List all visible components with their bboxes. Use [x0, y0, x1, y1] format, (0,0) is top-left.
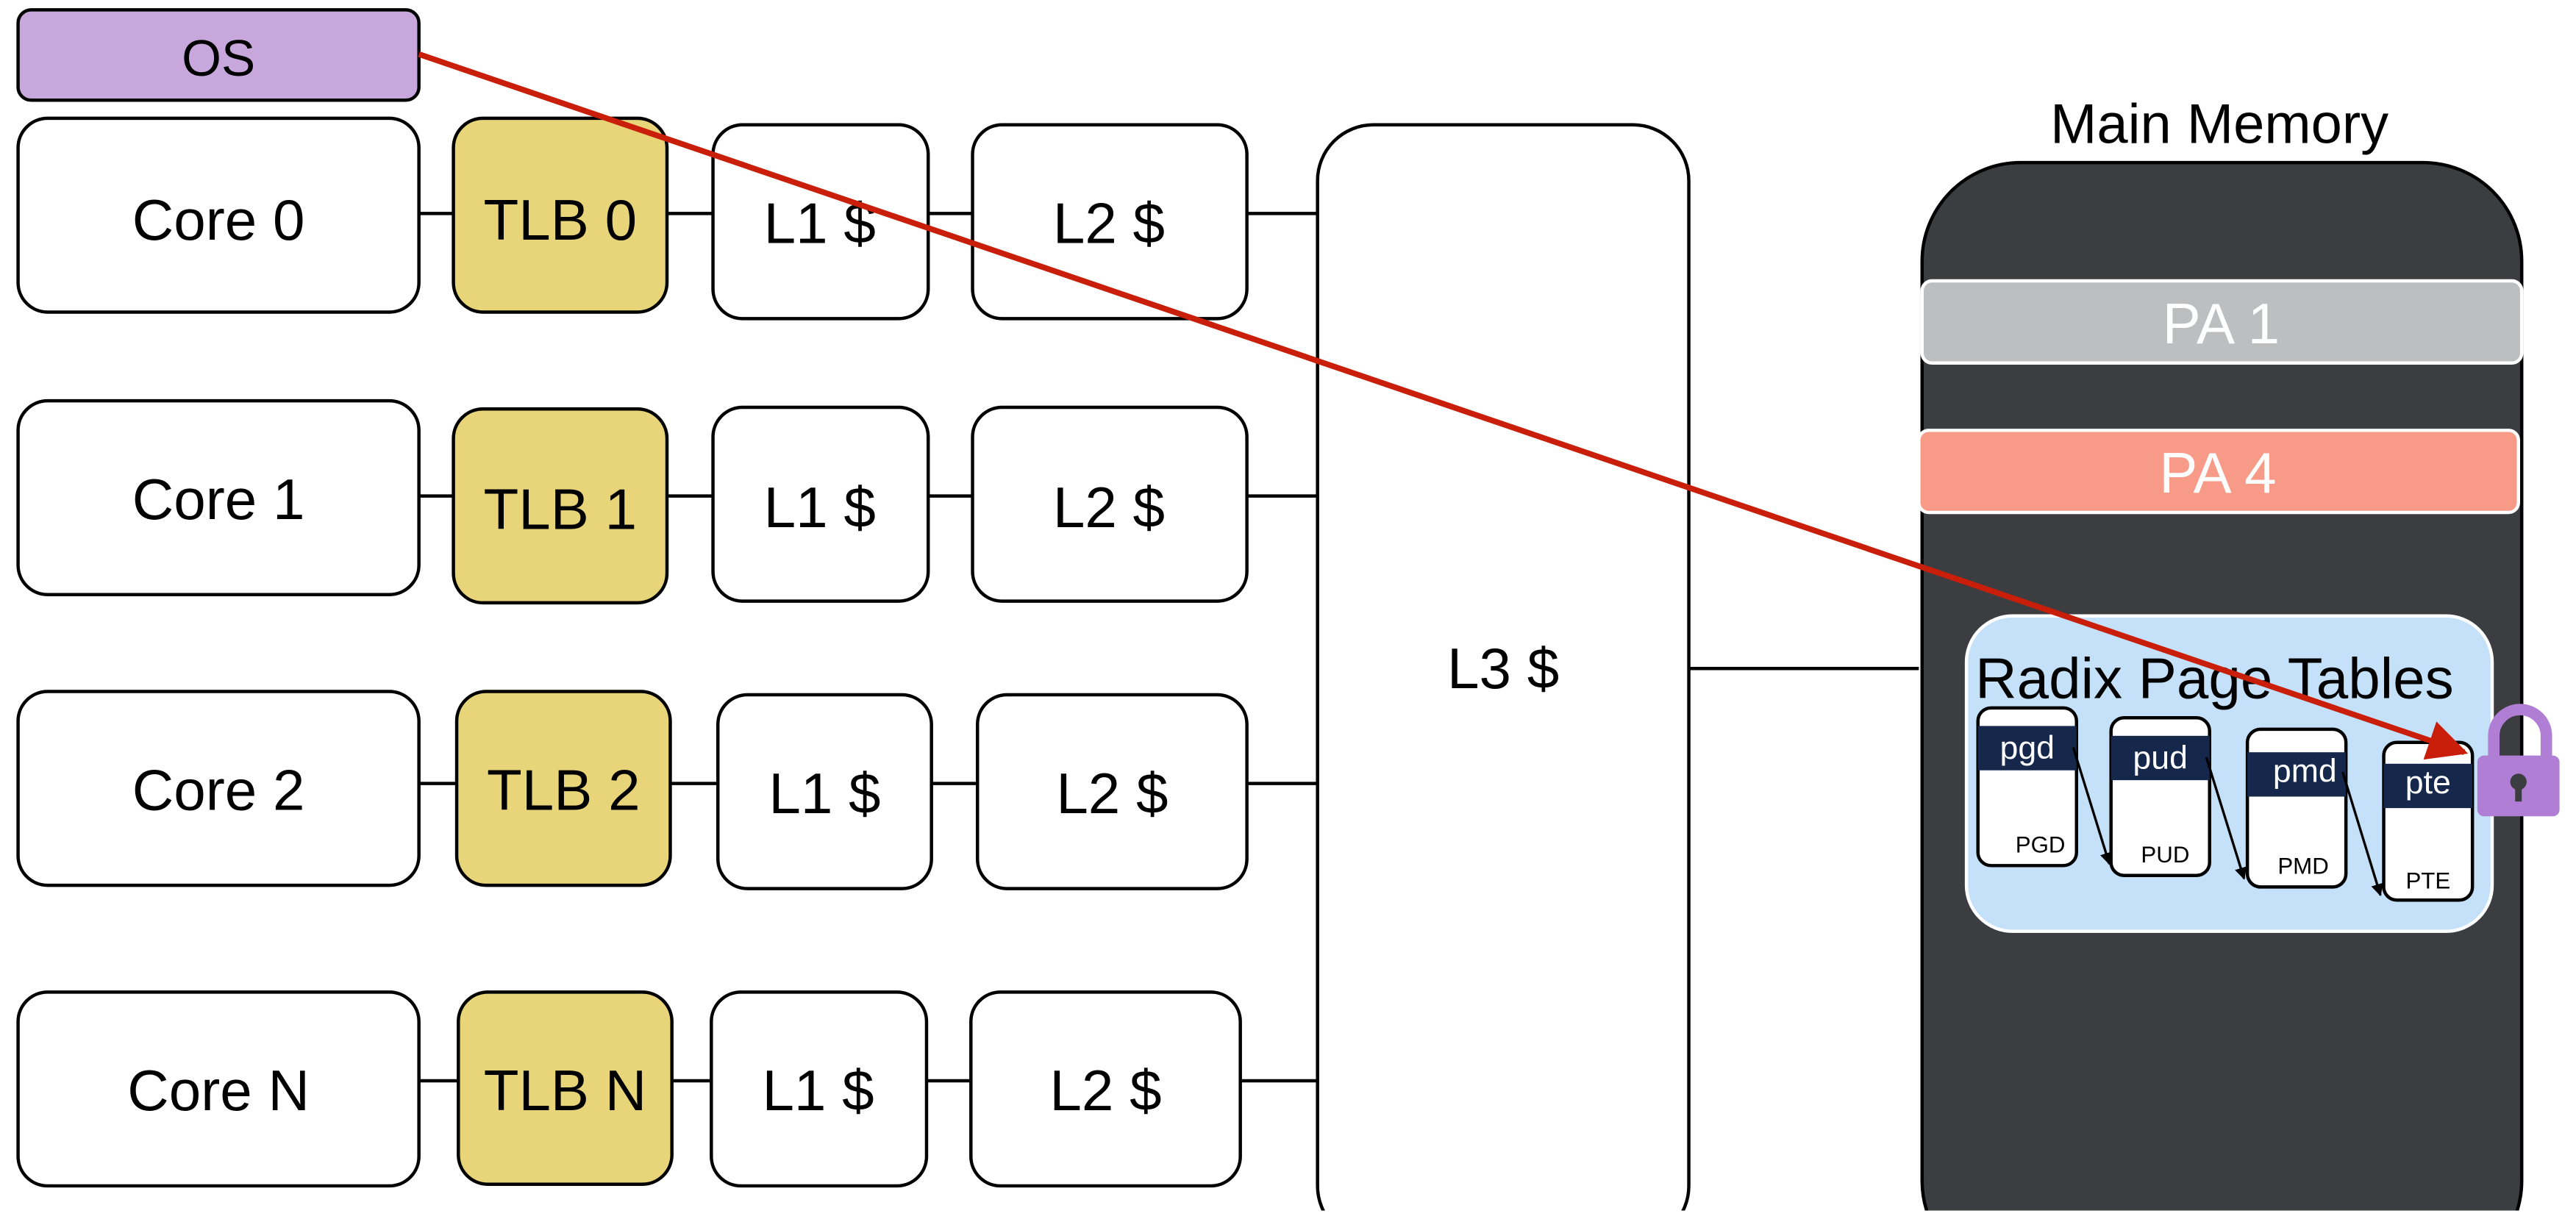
memory-region-pa1: PA 1: [1920, 279, 2524, 365]
core-row: Core 0 TLB 0 L1 $ L2 $: [16, 116, 1318, 321]
core-box: Core 2: [16, 690, 421, 887]
l2-cache-box: L2 $: [975, 693, 1249, 890]
l2-cache-label: L2 $: [1053, 191, 1165, 256]
level-label: PMD: [2277, 853, 2328, 879]
level-tag: pud: [2133, 740, 2188, 776]
pte-table: pte PTE: [2382, 740, 2475, 902]
core-label: Core 1: [132, 467, 305, 532]
l1-cache-box: L1 $: [710, 990, 929, 1188]
level-label: PUD: [2141, 842, 2189, 868]
l2-cache-box: L2 $: [971, 405, 1249, 603]
pud-table: pud PUD: [2109, 716, 2211, 877]
l3-cache-box: L3 $: [1316, 123, 1691, 1219]
l2-cache-label: L2 $: [1053, 475, 1165, 540]
main-memory-title: Main Memory: [2050, 93, 2388, 155]
radix-page-tables: Radix Page Tables pgd PGD pud PUD pmd PM…: [1964, 614, 2494, 933]
level-tag: pmd: [2273, 753, 2337, 789]
l2-cache-box: L2 $: [971, 123, 1249, 321]
tlb-box: TLB 1: [452, 407, 669, 605]
l1-cache-box: L1 $: [711, 123, 930, 321]
l1-cache-label: L1 $: [768, 761, 880, 826]
core-label: Core 0: [132, 187, 305, 252]
l2-cache-label: L2 $: [1049, 1058, 1161, 1123]
level-pointer-arrow: [2341, 771, 2383, 897]
tlb-box: TLB 2: [454, 690, 672, 887]
core-row: Core 2 TLB 2 L1 $ L2 $: [16, 690, 1318, 890]
tlb-box: TLB 0: [452, 116, 669, 314]
core-box: Core N: [16, 990, 421, 1188]
level-label: PGD: [2016, 832, 2066, 857]
l1-cache-box: L1 $: [716, 693, 933, 890]
core-box: Core 1: [16, 398, 421, 596]
l1-cache-label: L1 $: [764, 191, 876, 256]
core-row: Core 1 TLB 1 L1 $ L2 $: [16, 398, 1318, 605]
os-to-pte-arrow: [418, 51, 2469, 760]
tlb-label: TLB 2: [487, 757, 641, 822]
tlb-label: TLB 1: [483, 476, 637, 541]
core-box: Core 0: [16, 116, 421, 314]
pmd-table: pmd PMD: [2245, 727, 2348, 889]
memory-region-label: PA 4: [2159, 440, 2276, 505]
memory-region-label: PA 1: [2163, 291, 2280, 356]
l1-cache-label: L1 $: [762, 1058, 874, 1123]
l2-cache-label: L2 $: [1056, 761, 1168, 826]
l1-cache-box: L1 $: [711, 405, 930, 603]
level-tag: pte: [2405, 765, 2451, 801]
lock-icon: [2477, 704, 2560, 817]
l2-cache-box: L2 $: [969, 990, 1242, 1188]
memory-region-pa4: PA 4: [1917, 429, 2520, 515]
core-label: Core N: [127, 1058, 310, 1123]
os-box: OS: [16, 8, 421, 102]
l3-cache-label: L3 $: [1447, 636, 1559, 701]
level-tag: pgd: [1999, 730, 2055, 766]
os-label: OS: [182, 29, 255, 87]
tlb-label: TLB N: [484, 1058, 647, 1123]
tlb-box: TLB N: [457, 990, 674, 1186]
core-row: Core N TLB N L1 $ L2 $: [16, 990, 1318, 1188]
page-tables-title: Radix Page Tables: [1975, 646, 2454, 710]
level-label: PTE: [2405, 868, 2450, 894]
l1-cache-label: L1 $: [764, 475, 876, 540]
tlb-label: TLB 0: [483, 187, 637, 252]
pgd-table: pgd PGD: [1976, 706, 2079, 868]
core-label: Core 2: [132, 757, 305, 822]
level-pointer-arrow: [2205, 757, 2247, 880]
level-pointer-arrow: [2072, 746, 2112, 865]
